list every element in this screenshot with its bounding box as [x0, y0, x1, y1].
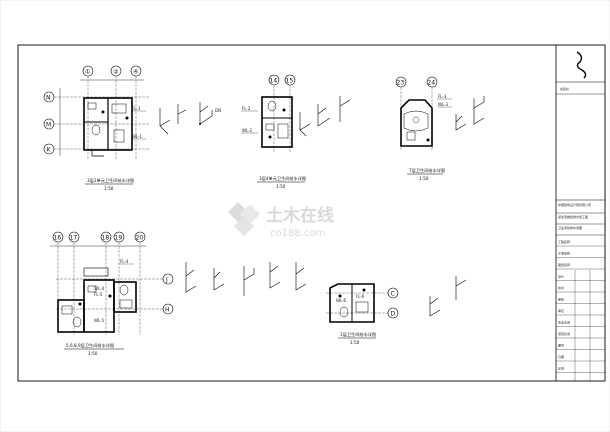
title-block-row-label: 审核 [558, 297, 564, 302]
riser-label: FL-6 [356, 294, 365, 299]
drawing-name: 卫生间给排水详图 [558, 225, 582, 230]
signature-mark [576, 51, 587, 79]
grid-label: ① [85, 69, 90, 76]
plan-1: ① ② ④ N M K FL-1 WL-1 [43, 65, 221, 191]
riser-label: FL-5 [94, 292, 103, 297]
plan-scale: 1:50 [88, 351, 98, 356]
riser-label: WL-6 [336, 298, 347, 303]
grid-label: 19 [115, 235, 123, 242]
grid-label: 24 [428, 80, 436, 87]
grid-label: 14 [270, 78, 278, 85]
watermark-url: co188.com [270, 228, 325, 239]
title-block-row-label: 项目负责 [558, 331, 570, 336]
grid-label: 23 [397, 80, 405, 87]
grid-label: C [391, 291, 395, 298]
riser-label: WL-3 [438, 102, 449, 107]
plan-title: 3层4单元卫生间给水详图 [259, 175, 306, 182]
grid-label: J [165, 277, 168, 284]
title-block-row-label: 审定 [558, 308, 564, 313]
grid-label: 17 [70, 235, 78, 242]
title-block-row-label: 工程名称 [558, 239, 570, 244]
grid-label: 18 [102, 235, 110, 242]
plan-scale: 1:50 [419, 176, 429, 181]
riser-label: WL-2 [242, 128, 253, 133]
plan-title: 7层卫生间给水详图 [409, 167, 445, 174]
title-block-row-label: 日期 [558, 354, 564, 359]
riser-label: FL-2 [242, 106, 251, 111]
riser-label: WL-5 [94, 318, 105, 323]
plan-4: 16 17 18 19 20 J H FL-4 WL-4 [50, 231, 307, 356]
riser-label: FL-4 [120, 259, 129, 264]
title-block-row-label: 子项名称 [558, 251, 570, 256]
project-name: 某住宅楼给排水施工图 [558, 214, 588, 219]
watermark: 土木在线 co188.com [228, 202, 334, 239]
riser-label: WL-1 [132, 134, 143, 139]
grid-label: H [165, 307, 170, 314]
grid-label: D [391, 311, 396, 318]
title-block-row-label: 专业负责 [558, 320, 570, 325]
title-block-row-label: 比例 [558, 366, 564, 371]
plan-title: 3层2单元卫生间给水详图 [87, 177, 134, 184]
grid-label: K [47, 147, 52, 154]
watermark-brand: 土木在线 [266, 205, 334, 226]
plan-5: C D WL-6 FL-6 1层卫生间给水详图 1:50 [326, 276, 467, 345]
plan-scale: 1:50 [104, 186, 114, 191]
grid-label: M [46, 122, 51, 129]
plan-scale: 1:50 [350, 340, 360, 345]
elevation-label: DN [215, 108, 221, 113]
riser-label: FL-1 [132, 106, 141, 111]
plan-title: 1层卫生间给水详图 [340, 331, 376, 338]
title-block-row-label: 图号 [558, 343, 564, 348]
title-block: 会签栏 中国建筑设计院有限公司 某住宅楼给排水施工图 卫生间给排水详图 工程名称… [555, 45, 605, 381]
title-block-row-label: 校对 [558, 285, 564, 290]
plan-scale: 1:50 [276, 184, 286, 189]
grid-label: 16 [54, 235, 62, 242]
plan-2: 14 15 WL-2 FL-2 3层4单元卫生间给水详图 1:50 [241, 74, 351, 189]
company-name: 中国建筑设计院有限公司 [558, 202, 591, 207]
plan-3: 23 24 FL-3 WL-3 7层卫生间给水详图 1:50 [395, 76, 485, 181]
riser-label: WL-4 [94, 286, 105, 291]
grid-label: ④ [133, 69, 138, 76]
title-block-row-label: 设计 [558, 274, 564, 279]
plan-title: 5,6,8,9层卫生间给水详图 [66, 342, 114, 349]
grid-label: 20 [136, 235, 144, 242]
grid-label: 15 [286, 78, 294, 85]
grid-label: N [46, 95, 51, 102]
riser-label: FL-3 [438, 94, 447, 99]
grid-label: ② [113, 69, 119, 76]
title-block-row-label: 图纸名称 [558, 262, 570, 267]
stamp-label: 会签栏 [560, 86, 569, 91]
